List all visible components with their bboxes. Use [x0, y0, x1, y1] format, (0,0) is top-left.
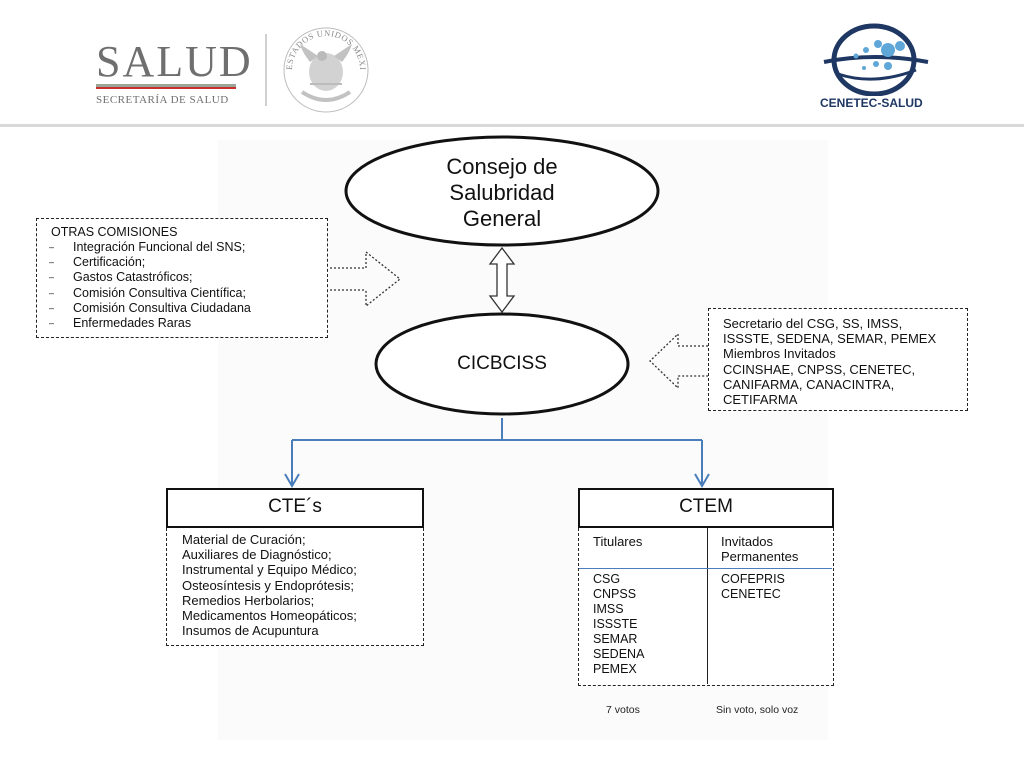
otras-comisiones-list: Integración Funcional del SNS; Certifica…: [47, 240, 251, 331]
ctem-header-divider: [579, 568, 832, 569]
otras-arrow-icon: [365, 251, 402, 308]
members-line: Secretario del CSG, SS, IMSS,: [723, 316, 903, 331]
list-item: Comisión Consultiva Ciudadana: [47, 301, 251, 316]
otras-connector-top: [325, 224, 366, 269]
cenetec-label: CENETEC-SALUD: [820, 96, 923, 110]
list-item: Osteosíntesis y Endoprótesis;: [182, 577, 354, 593]
members-line: ISSSTE, SEDENA, SEMAR, PEMEX: [723, 331, 937, 347]
salud-logo: SALUD SECRETARÍA DE SALUD: [78, 40, 258, 110]
arrow-down-icon: [694, 473, 710, 488]
members-arrow-icon: [649, 332, 708, 390]
list-item: ISSSTE: [593, 617, 638, 631]
members-box: Secretario del CSG, SS, IMSS, ISSSTE, SE…: [708, 308, 968, 411]
ctem-col2-header: Invitados Permanentes: [721, 534, 798, 564]
members-line: CANIFARMA, CANACINTRA,: [723, 376, 895, 392]
list-item: COFEPRIS: [721, 572, 785, 586]
list-item: IMSS: [593, 602, 624, 616]
otras-comisiones-title: OTRAS COMISIONES: [51, 225, 178, 239]
cte-list: Material de Curación; Auxiliares de Diag…: [182, 532, 357, 638]
consejo-node: Consejo de Salubridad General: [402, 154, 602, 232]
list-item: CENETEC: [721, 587, 781, 601]
ctem-col1-header: Titulares: [593, 534, 643, 549]
cenetec-globe-icon: [823, 23, 929, 97]
list-item: Certificación;: [47, 255, 251, 270]
list-item: SEMAR: [593, 632, 638, 646]
list-item: Integración Funcional del SNS;: [47, 240, 251, 255]
list-item: Medicamentos Homeopáticos;: [182, 608, 357, 624]
members-line: CETIFARMA: [723, 392, 798, 408]
consejo-ellipse: [344, 135, 660, 247]
cte-box: Material de Curación; Auxiliares de Diag…: [166, 528, 424, 646]
list-item: Auxiliares de Diagnóstico;: [182, 547, 332, 563]
ctem-column-divider: [707, 528, 708, 684]
ctem-titulares-list: CSG CNPSS IMSS ISSSTE SEMAR SEDENA PEMEX: [593, 572, 644, 677]
salud-logo-bar: [96, 84, 236, 87]
members-list: Secretario del CSG, SS, IMSS, ISSSTE, SE…: [723, 316, 936, 407]
cenetec-logo: CENETEC-SALUD: [816, 22, 936, 114]
otras-comisiones-box: OTRAS COMISIONES Integración Funcional d…: [36, 218, 328, 338]
cte-title: CTE´s: [166, 488, 424, 528]
ctem-col2-header-line: Invitados: [721, 534, 774, 549]
list-item: PEMEX: [593, 662, 637, 676]
header: SALUD SECRETARÍA DE SALUD ESTADOS UNIDOS…: [0, 0, 1024, 124]
list-item: SEDENA: [593, 647, 645, 661]
list-item: Comisión Consultiva Científica;: [47, 286, 251, 301]
salud-subtitle: SECRETARÍA DE SALUD: [96, 94, 229, 106]
list-item: CSG: [593, 572, 621, 586]
cicbciss-ellipse: [374, 312, 630, 416]
header-separator: [0, 124, 1024, 127]
list-item: Remedios Herbolarios;: [182, 592, 315, 608]
list-item: Insumos de Acupuntura: [182, 623, 319, 639]
ctem-votes-right: Sin voto, solo voz: [716, 704, 799, 716]
salud-title: SALUD: [96, 37, 253, 86]
list-item: Gastos Catastróficos;: [47, 270, 251, 285]
ctem-col2-header-line: Permanentes: [721, 549, 799, 564]
ctem-invitados-list: COFEPRIS CENETEC: [721, 572, 785, 602]
ctem-title: CTEM: [578, 488, 834, 528]
arrow-down-icon: [284, 473, 300, 488]
ctem-votes-left: 7 votos: [606, 704, 640, 716]
header-divider: [265, 34, 267, 106]
otras-connector-bottom: [325, 289, 366, 310]
consejo-line-1: Consejo de: [446, 154, 558, 179]
consejo-line-2: Salubridad: [449, 180, 555, 205]
double-arrow-icon: [488, 246, 516, 314]
cicbciss-node: CICBCISS: [457, 353, 547, 374]
mexican-seal-logo: ESTADOS UNIDOS MEXICANOS: [280, 22, 369, 113]
members-line: CCINSHAE, CNPSS, CENETEC,: [723, 361, 916, 377]
list-item: Enfermedades Raras: [47, 316, 251, 331]
members-line: Miembros Invitados: [723, 346, 836, 362]
consejo-line-3: General: [462, 206, 542, 231]
list-item: Material de Curación;: [182, 532, 306, 547]
list-item: Instrumental y Equipo Médico;: [182, 562, 357, 578]
ctem-table: Titulares Invitados Permanentes CSG CNPS…: [578, 528, 834, 686]
salud-logo-red-bar: [96, 87, 236, 89]
list-item: CNPSS: [593, 587, 637, 601]
